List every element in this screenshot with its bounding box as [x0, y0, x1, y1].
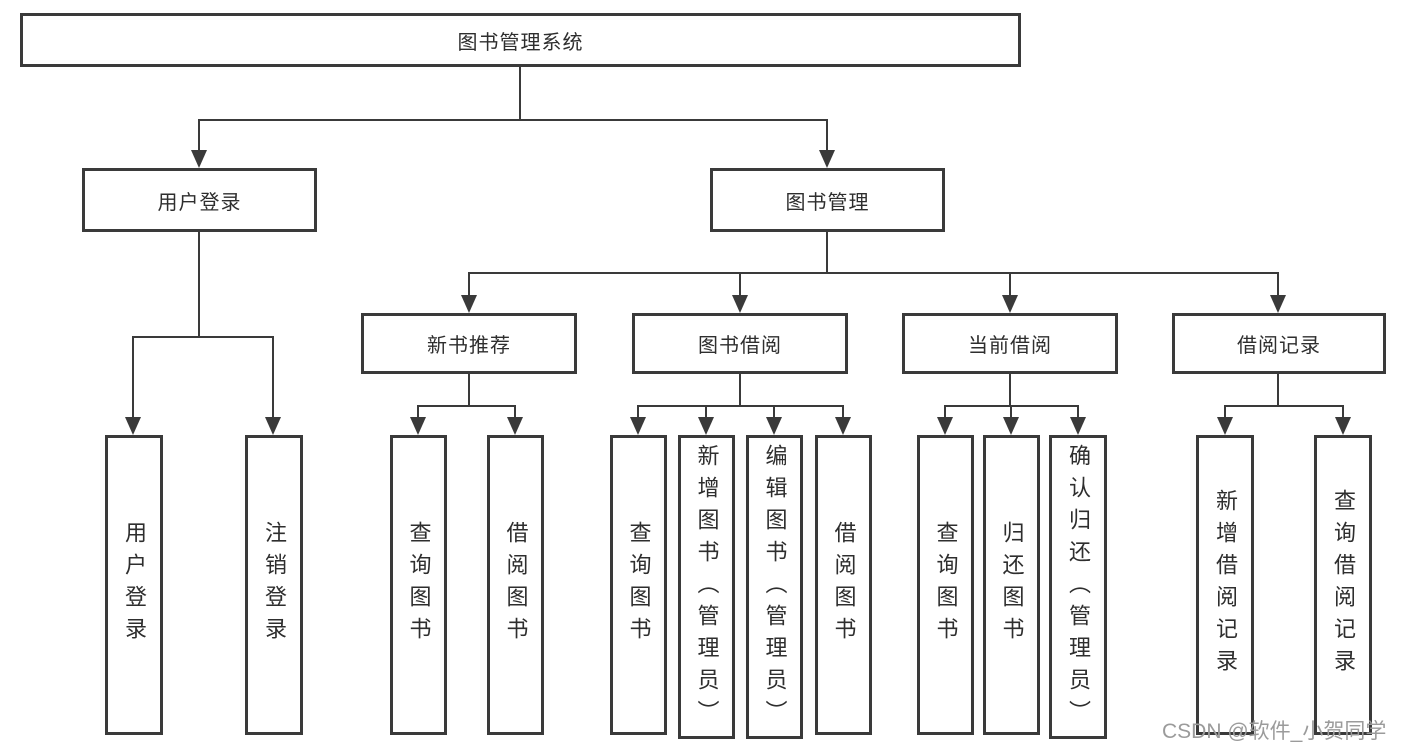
leaf-query-borrow-record: 查询借阅记录 [1314, 435, 1372, 735]
node-book-borrow-label: 图书借阅 [698, 335, 782, 357]
leaf-edit-book-admin-label: 编辑图书（管理员） [762, 444, 788, 732]
connector-line [1010, 405, 1012, 418]
connector-line [637, 405, 639, 418]
connector-line [272, 336, 274, 418]
leaf-query-borrow-record-label: 查询借阅记录 [1331, 489, 1356, 681]
arrow-down-icon [1270, 295, 1286, 313]
node-current-borrow: 当前借阅 [902, 313, 1118, 374]
leaf-recommend-query-book-label: 查询图书 [406, 521, 432, 649]
arrow-down-icon [410, 417, 426, 435]
connector-line [826, 232, 828, 274]
csdn-watermark: CSDN @软件_小贺同学 [1162, 720, 1387, 743]
arrow-down-icon [1335, 417, 1351, 435]
leaf-recommend-borrow-book-label: 借阅图书 [503, 521, 529, 649]
arrow-down-icon [698, 417, 714, 435]
connector-line [198, 119, 200, 152]
connector-line [1009, 272, 1011, 296]
connector-line [468, 272, 470, 296]
connector-line [739, 374, 741, 407]
leaf-current-query-book-label: 查询图书 [933, 521, 959, 649]
connector-line [1277, 374, 1279, 407]
connector-line [637, 405, 843, 407]
leaf-add-borrow-record-label: 新增借阅记录 [1213, 489, 1238, 681]
connector-line [514, 405, 516, 418]
arrow-down-icon [630, 417, 646, 435]
arrow-down-icon [1070, 417, 1086, 435]
node-new-book-recommend: 新书推荐 [361, 313, 577, 374]
arrow-down-icon [125, 417, 141, 435]
connector-line [198, 119, 828, 121]
leaf-current-query-book: 查询图书 [917, 435, 974, 735]
node-borrow-records-label: 借阅记录 [1237, 335, 1321, 357]
arrow-down-icon [507, 417, 523, 435]
leaf-logout: 注销登录 [245, 435, 303, 735]
node-book-management-label: 图书管理 [785, 191, 870, 214]
connector-line [1077, 405, 1079, 418]
connector-line [468, 374, 470, 407]
leaf-edit-book-admin: 编辑图书（管理员） [746, 435, 803, 739]
leaf-return-book-label: 归还图书 [999, 521, 1025, 649]
connector-line [132, 336, 134, 418]
leaf-user-login: 用户登录 [105, 435, 163, 735]
leaf-add-borrow-record: 新增借阅记录 [1196, 435, 1254, 735]
connector-line [944, 405, 946, 418]
node-root: 图书管理系统 [20, 13, 1021, 67]
leaf-borrow-query-book: 查询图书 [610, 435, 667, 735]
arrow-down-icon [265, 417, 281, 435]
arrow-down-icon [461, 295, 477, 313]
node-borrow-records: 借阅记录 [1172, 313, 1386, 374]
node-book-borrow: 图书借阅 [632, 313, 848, 374]
connector-line [1224, 405, 1343, 407]
connector-line [417, 405, 419, 418]
arrow-down-icon [732, 295, 748, 313]
connector-line [705, 405, 707, 418]
connector-line [842, 405, 844, 418]
leaf-confirm-return-admin-label: 确认归还（管理员） [1066, 444, 1091, 732]
leaf-borrow-query-book-label: 查询图书 [626, 521, 652, 649]
connector-line [468, 272, 1279, 274]
connector-line [132, 336, 274, 338]
leaf-return-book: 归还图书 [983, 435, 1040, 735]
connector-line [417, 405, 516, 407]
node-user-login-label: 用户登录 [157, 191, 242, 214]
connector-line [519, 67, 521, 120]
connector-line [198, 232, 200, 337]
connector-line [739, 272, 741, 296]
node-current-borrow-label: 当前借阅 [968, 335, 1052, 357]
arrow-down-icon [1002, 295, 1018, 313]
arrow-down-icon [835, 417, 851, 435]
node-root-label: 图书管理系统 [457, 31, 584, 54]
arrow-down-icon [1217, 417, 1233, 435]
connector-line [826, 119, 828, 152]
leaf-user-login-label: 用户登录 [122, 521, 147, 649]
arrow-down-icon [1003, 417, 1019, 435]
arrow-down-icon [819, 150, 835, 168]
connector-line [1009, 374, 1011, 407]
arrow-down-icon [937, 417, 953, 435]
leaf-logout-label: 注销登录 [262, 521, 287, 649]
connector-line [1224, 405, 1226, 418]
leaf-recommend-borrow-book: 借阅图书 [487, 435, 544, 735]
arrow-down-icon [766, 417, 782, 435]
connector-line [1342, 405, 1344, 418]
leaf-add-book-admin: 新增图书（管理员） [678, 435, 735, 739]
leaf-add-book-admin-label: 新增图书（管理员） [694, 444, 720, 732]
leaf-recommend-query-book: 查询图书 [390, 435, 447, 735]
node-user-login: 用户登录 [82, 168, 317, 232]
leaf-borrow-borrow-book: 借阅图书 [815, 435, 872, 735]
leaf-confirm-return-admin: 确认归还（管理员） [1049, 435, 1107, 739]
arrow-down-icon [191, 150, 207, 168]
connector-line [773, 405, 775, 418]
leaf-borrow-borrow-book-label: 借阅图书 [831, 521, 857, 649]
node-new-book-recommend-label: 新书推荐 [427, 335, 511, 357]
connector-line [1277, 272, 1279, 296]
node-book-management: 图书管理 [710, 168, 945, 232]
